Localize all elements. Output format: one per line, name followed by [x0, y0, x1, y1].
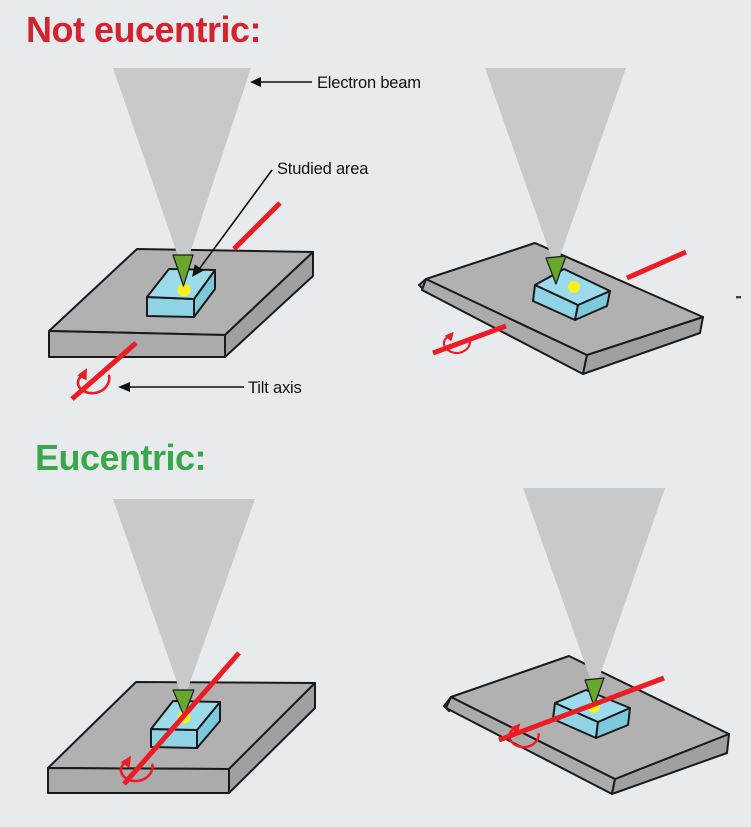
- studied-area-pointer-line: [196, 169, 273, 273]
- panel-not-eucentric-tilted: [418, 68, 741, 375]
- stage-side-face: [228, 682, 316, 794]
- tilt-axis-line-upper: [625, 249, 688, 281]
- sample-top-face: [146, 268, 216, 300]
- tilt-axis-arrow-icon: [118, 382, 130, 392]
- studied-area-arrow-icon: [192, 264, 204, 277]
- panel-not-eucentric-flat: Electron beam Studied area Tilt axis: [48, 68, 421, 401]
- beam-tip-icon: [584, 677, 605, 707]
- title-eucentric: Eucentric:: [35, 437, 207, 478]
- stage-side-face: [224, 251, 314, 358]
- beam-tip-icon: [172, 254, 194, 287]
- tilt-axis-line: [122, 651, 241, 786]
- tilt-axis-line-upper: [232, 201, 282, 251]
- title-not-eucentric: Not eucentric:: [26, 9, 262, 50]
- stage-front-face: [48, 330, 226, 358]
- electron-beam-cone: [113, 68, 251, 262]
- studied-area-spot: [177, 283, 191, 297]
- tilt-axis-line: [498, 675, 665, 743]
- electron-beam-cone: [113, 499, 255, 691]
- stray-mark: [736, 296, 741, 299]
- electron-beam-cone: [485, 68, 626, 259]
- panel-eucentric-tilted: [443, 488, 730, 795]
- studied-area-label: Studied area: [277, 160, 369, 178]
- panel-eucentric-flat: [47, 499, 316, 794]
- beam-tip-icon: [545, 255, 567, 285]
- sample-front-face: [146, 296, 195, 318]
- beam-tip-icon: [172, 689, 195, 717]
- electron-beam-cone: [523, 488, 665, 681]
- electron-beam-label: Electron beam: [317, 74, 421, 92]
- electron-beam-arrow-icon: [250, 77, 261, 87]
- tilt-axis-label: Tilt axis: [248, 379, 302, 397]
- studied-area-spot: [568, 281, 580, 293]
